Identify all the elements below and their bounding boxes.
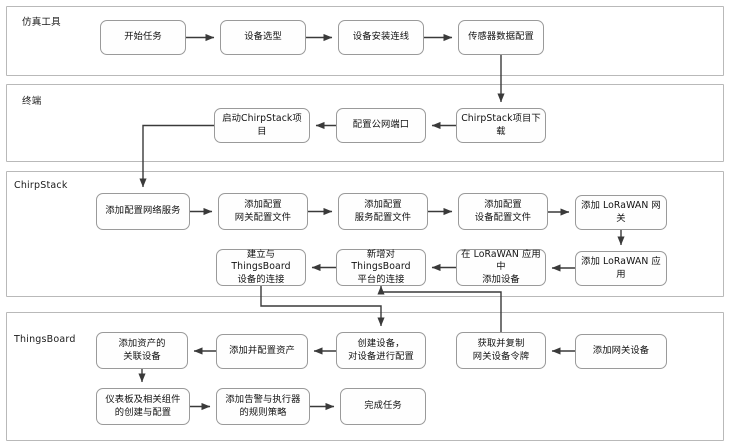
flow-node-label: 创建设备， 对设备进行配置 [348, 338, 414, 362]
flow-node-label: 添加并配置资产 [229, 345, 295, 357]
flow-node-label: 在 LoRaWAN 应用中 添加设备 [461, 248, 541, 285]
flow-node-device-install[interactable]: 设备安装连线 [338, 20, 424, 55]
flow-node-label: 添加资产的 关联设备 [118, 338, 166, 362]
flow-node-lorawan-app[interactable]: 添加 LoRaWAN 应用 [575, 251, 667, 286]
flow-node-label: 传感器数据配置 [468, 31, 534, 43]
flow-node-label: 添加 LoRaWAN 应用 [581, 256, 661, 280]
flow-node-label: 新增对ThingsBoard 平台的连接 [351, 248, 411, 285]
swimlane-label: ChirpStack [14, 180, 68, 191]
flow-node-build-tb-conn[interactable]: 建立与ThingsBoard 设备的连接 [216, 249, 306, 286]
flow-node-create-device[interactable]: 创建设备， 对设备进行配置 [336, 332, 426, 369]
flow-node-asset-relation[interactable]: 添加资产的 关联设备 [96, 332, 188, 369]
flow-node-label: 添加 LoRaWAN 网关 [581, 200, 661, 224]
swimlane-label: 仿真工具 [22, 17, 61, 28]
flow-node-label: 添加配置 设备配置文件 [474, 199, 532, 223]
flow-node-label: 设备选型 [244, 31, 282, 43]
flow-node-dev-conf[interactable]: 添加配置 设备配置文件 [458, 193, 548, 230]
flow-node-label: 完成任务 [364, 400, 402, 412]
flow-node-new-tb-conn[interactable]: 新增对ThingsBoard 平台的连接 [336, 249, 426, 286]
flow-node-add-dev-in-app[interactable]: 在 LoRaWAN 应用中 添加设备 [456, 249, 546, 286]
flow-node-lorawan-gw[interactable]: 添加 LoRaWAN 网关 [575, 195, 667, 230]
flow-node-net-service[interactable]: 添加配置网络服务 [96, 193, 190, 230]
flow-node-device-select[interactable]: 设备选型 [220, 20, 306, 55]
flow-node-add-asset[interactable]: 添加并配置资产 [216, 334, 308, 369]
flow-node-cs-download[interactable]: ChirpStack项目下载 [456, 108, 546, 143]
flow-node-sensor-config[interactable]: 传感器数据配置 [458, 20, 544, 55]
flow-node-gw-conf[interactable]: 添加配置 网关配置文件 [218, 193, 308, 230]
flow-node-label: 设备安装连线 [352, 31, 410, 43]
flow-node-label: 添加网关设备 [592, 345, 650, 357]
flow-node-label: 添加配置 网关配置文件 [234, 199, 292, 223]
swimlane-label: 终端 [22, 96, 42, 107]
flow-node-public-port[interactable]: 配置公网端口 [336, 108, 426, 143]
flow-node-label: 建立与ThingsBoard 设备的连接 [231, 248, 291, 285]
flow-node-label: 添加配置 服务配置文件 [354, 199, 412, 223]
flow-node-label: 添加告警与执行器 的规则策略 [225, 394, 301, 418]
swimlane-label: ThingsBoard [14, 334, 76, 345]
flow-node-label: 添加配置网络服务 [105, 205, 181, 217]
flow-node-label: 配置公网端口 [352, 119, 410, 131]
flow-node-add-gw-device[interactable]: 添加网关设备 [575, 334, 667, 369]
flow-node-label: ChirpStack项目下载 [461, 113, 541, 137]
flow-node-start[interactable]: 开始任务 [100, 20, 186, 55]
flow-node-finish[interactable]: 完成任务 [340, 388, 426, 425]
flow-node-label: 仪表板及相关组件 的创建与配置 [105, 394, 181, 418]
flow-node-label: 获取并复制 网关设备令牌 [472, 338, 530, 362]
flow-node-svc-conf[interactable]: 添加配置 服务配置文件 [338, 193, 428, 230]
flow-node-cs-start[interactable]: 启动ChirpStack项目 [214, 108, 310, 143]
flow-node-label: 启动ChirpStack项目 [222, 113, 302, 137]
flow-node-copy-token[interactable]: 获取并复制 网关设备令牌 [456, 332, 546, 369]
flow-node-label: 开始任务 [124, 31, 162, 43]
flow-node-alarm-rule[interactable]: 添加告警与执行器 的规则策略 [216, 388, 310, 425]
flow-node-dashboard[interactable]: 仪表板及相关组件 的创建与配置 [96, 388, 190, 425]
